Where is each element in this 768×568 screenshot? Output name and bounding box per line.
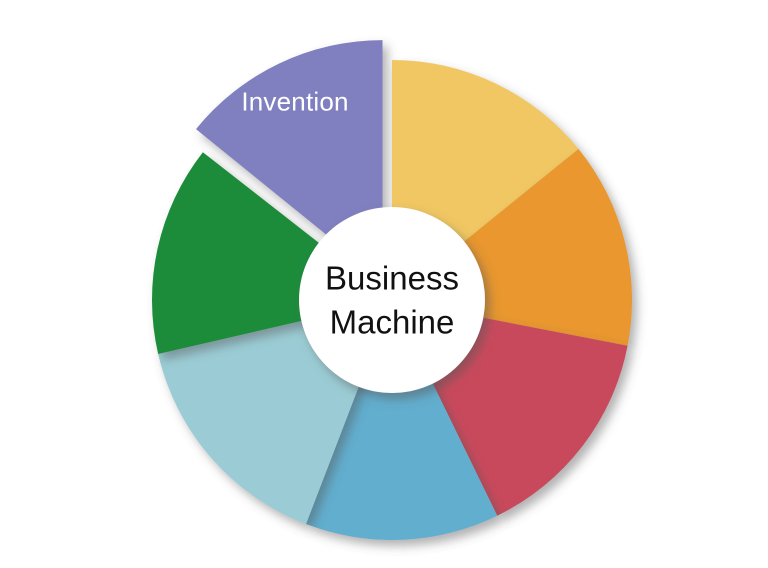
pie-slice-segment-5[interactable]	[305, 325, 498, 541]
slice-label-invention: Invention	[241, 86, 349, 117]
center-text: Business Machine	[297, 256, 487, 343]
center-text-line-2: Machine	[329, 303, 455, 340]
center-text-line-1: Business	[325, 259, 459, 297]
pie-slice-invention[interactable]	[196, 40, 383, 263]
center-circle	[299, 207, 485, 393]
